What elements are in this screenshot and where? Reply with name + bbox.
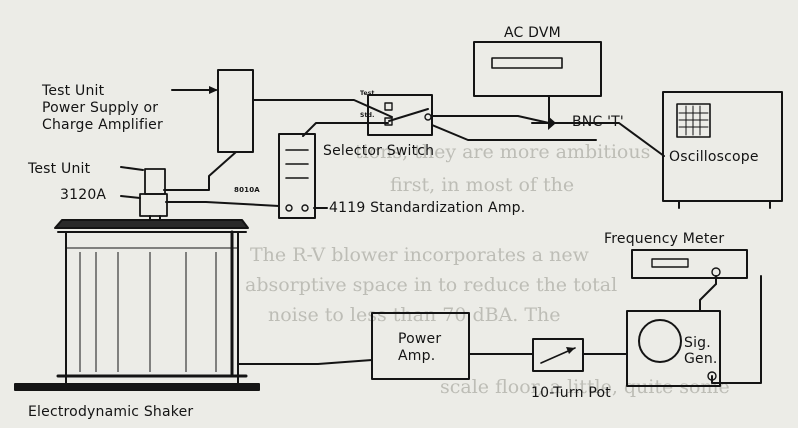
sig-gen-label-2: Gen. xyxy=(684,351,718,367)
test-unit-label: Test Unit xyxy=(28,161,91,177)
ac-dvm-box xyxy=(473,41,602,97)
frequency-meter-label: Frequency Meter xyxy=(604,231,725,247)
oscilloscope-label: Oscilloscope xyxy=(669,149,759,165)
power-supply-box xyxy=(217,69,254,153)
test-tap-label: Test xyxy=(360,90,375,97)
sig-gen-label-1: Sig. xyxy=(684,335,711,351)
test-unit-power-label-2: Power Supply or xyxy=(42,100,159,116)
reference-accel-tag: 8010A xyxy=(234,186,260,194)
bleed-line-1: tions, they are more ambitious xyxy=(355,141,651,163)
sig-gen-box xyxy=(626,310,721,387)
bleed-line-2: first, in most of the xyxy=(390,174,575,196)
bleed-line-3: The R-V blower incorporates a new xyxy=(250,244,589,266)
test-accelerometer xyxy=(144,168,166,195)
accelerometer-model-label: 3120A xyxy=(60,187,107,203)
power-amp-label-1: Power xyxy=(398,331,442,347)
power-amp-label-2: Amp. xyxy=(398,348,436,364)
frequency-meter-display xyxy=(651,258,689,268)
bleed-line-6: scale floor, a little, quite some xyxy=(440,376,730,398)
reference-accelerometer xyxy=(139,193,168,217)
sig-gen-dial xyxy=(638,319,682,363)
std-tap-label: Std. xyxy=(360,112,375,119)
selector-switch-box xyxy=(367,94,433,136)
frequency-meter-box xyxy=(631,249,748,279)
ac-dvm-label: AC DVM xyxy=(504,25,561,41)
standardization-amp-label: 4119 Standardization Amp. xyxy=(329,200,526,216)
bleed-line-4: absorptive space in to reduce the total xyxy=(245,274,618,296)
standardization-amp-box xyxy=(278,133,316,219)
power-amp-box xyxy=(371,312,470,380)
ten-turn-pot-label: 10-Turn Pot xyxy=(531,385,611,401)
bleed-line-5: noise to less than 70 dBA. The xyxy=(268,304,561,326)
oscilloscope-box xyxy=(662,91,783,202)
selector-switch-label: Selector Switch xyxy=(323,143,435,159)
test-unit-power-label-3: Charge Amplifier xyxy=(42,117,163,133)
bnc-t-label: BNC 'T' xyxy=(572,114,624,130)
shaker-label: Electrodynamic Shaker xyxy=(28,404,194,420)
ac-dvm-display xyxy=(491,57,563,69)
shaker-table xyxy=(54,219,249,229)
oscilloscope-screen xyxy=(676,103,711,138)
shaker-body xyxy=(65,231,239,385)
test-unit-power-label-1: Test Unit xyxy=(42,83,105,99)
